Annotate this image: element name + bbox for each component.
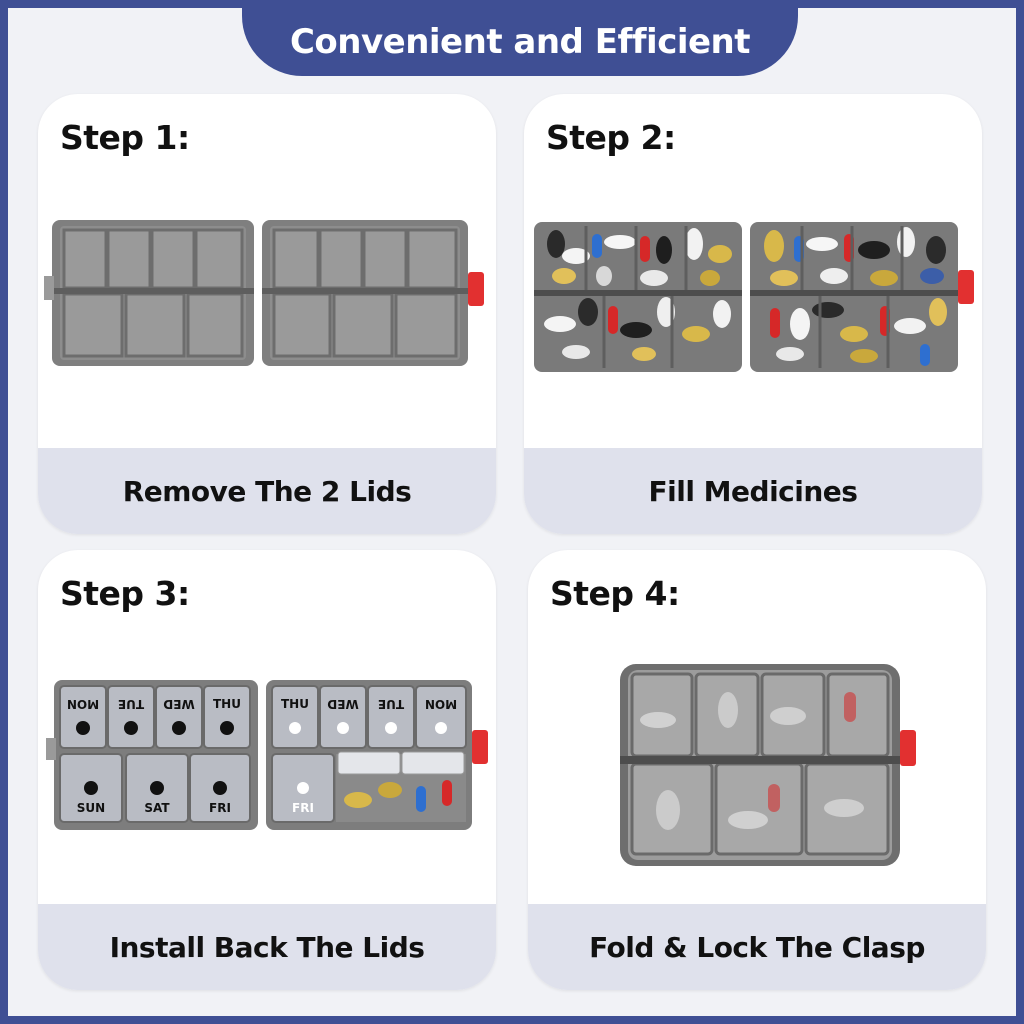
lid-label-tue-left: TUE [118,697,144,711]
page-canvas: Convenient and Efficient Step 1: [8,8,1016,1016]
lid-label-fri-left: FRI [209,801,231,815]
step-2-caption: Fill Medicines [648,474,858,508]
step-2-label: Step 2: [546,118,676,157]
step-4-card: Step 4: [528,550,986,990]
step-3-card: Step 3: [38,550,496,990]
lidded-pill-case-image: MON TUE WED THU THU WED TUE MON SUN SAT … [38,640,496,900]
moon-icon [76,721,234,795]
step-3-caption: Install Back The Lids [109,930,425,964]
lid-label-fri-right: FRI [292,801,314,815]
lid-label-thu-right: THU [281,697,309,711]
lid-label-wed-right: WED [327,697,358,711]
step-4-label: Step 4: [550,574,680,613]
step-1-caption: Remove The 2 Lids [122,474,412,508]
page-title: Convenient and Efficient [289,22,751,62]
lid-label-sat: SAT [144,801,170,815]
lid-label-mon-left: MON [67,697,99,711]
lid-label-thu-left: THU [213,697,241,711]
step-3-label: Step 3: [60,574,190,613]
step-4-caption: Fold & Lock The Clasp [589,930,925,964]
header-banner: Convenient and Efficient [242,8,798,76]
lid-label-sun: SUN [77,801,105,815]
filled-pill-case-image [524,184,982,444]
closed-pill-case-image [528,640,986,900]
step-1-label: Step 1: [60,118,190,157]
empty-pill-case-image [38,184,496,444]
step-1-caption-band: Remove The 2 Lids [38,448,496,534]
lid-label-wed-left: WED [163,697,194,711]
step-1-card: Step 1: [38,94,496,534]
sun-icon [289,722,447,794]
step-2-caption-band: Fill Medicines [524,448,982,534]
lid-label-tue-right: TUE [378,697,404,711]
step-2-card: Step 2: [524,94,982,534]
step-3-caption-band: Install Back The Lids [38,904,496,990]
step-4-caption-band: Fold & Lock The Clasp [528,904,986,990]
lid-label-mon-right: MON [425,697,457,711]
